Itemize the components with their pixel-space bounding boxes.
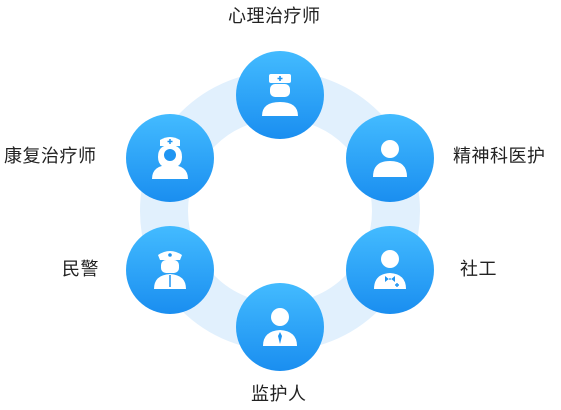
nurse-icon <box>125 113 215 203</box>
label-psychiatric-nurse: 精神科医护 <box>453 146 546 167</box>
police-icon <box>125 225 215 315</box>
person-tie-icon <box>235 282 325 372</box>
label-psychotherapist: 心理治疗师 <box>228 6 321 27</box>
label-social-worker: 社工 <box>460 259 497 280</box>
doctor-icon <box>235 50 325 140</box>
label-police: 民警 <box>62 259 99 280</box>
label-rehab-therapist: 康复治疗师 <box>4 146 97 167</box>
social-worker-icon <box>345 225 435 315</box>
person-icon <box>345 113 435 203</box>
label-guardian: 监护人 <box>251 384 307 405</box>
